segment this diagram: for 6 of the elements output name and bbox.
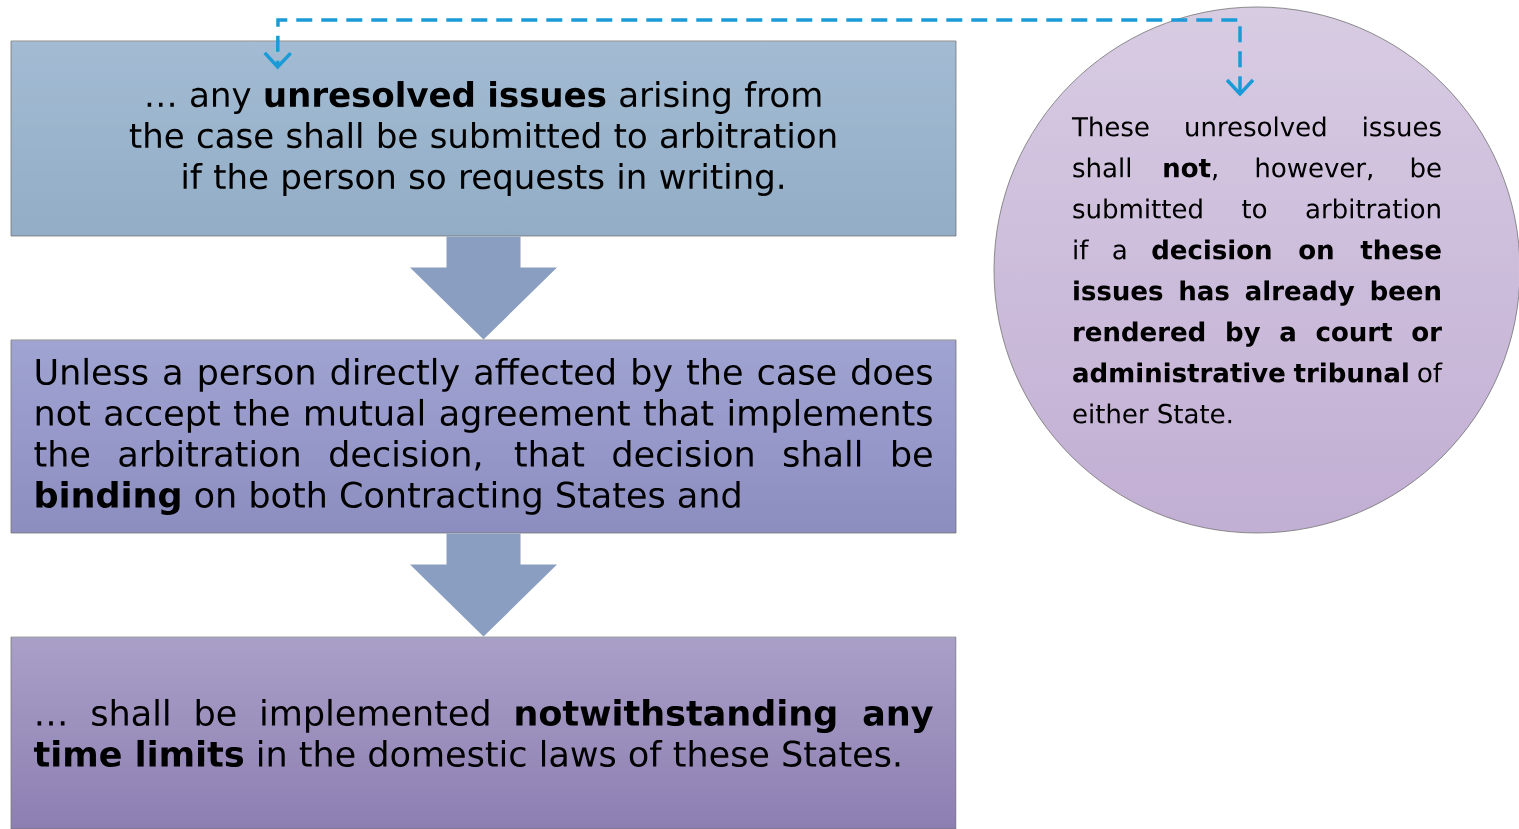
block-arrow: [410, 533, 557, 637]
block-arrow: [410, 236, 557, 340]
process-box: Unless a person directly affected by the case does not accept the mutual agreement that implements the arbitration decision, that decision shall be binding on both Contracting States and: [10, 339, 957, 534]
process-box: … shall be implemented notwithstanding any time limits in the domestic laws of these States.: [10, 636, 957, 829]
dashed-arrow: [263, 18, 1255, 97]
process-box: … any unresolved issues arising from the case shall be submitted to arbitration if the person so requests in writing.: [10, 40, 957, 237]
